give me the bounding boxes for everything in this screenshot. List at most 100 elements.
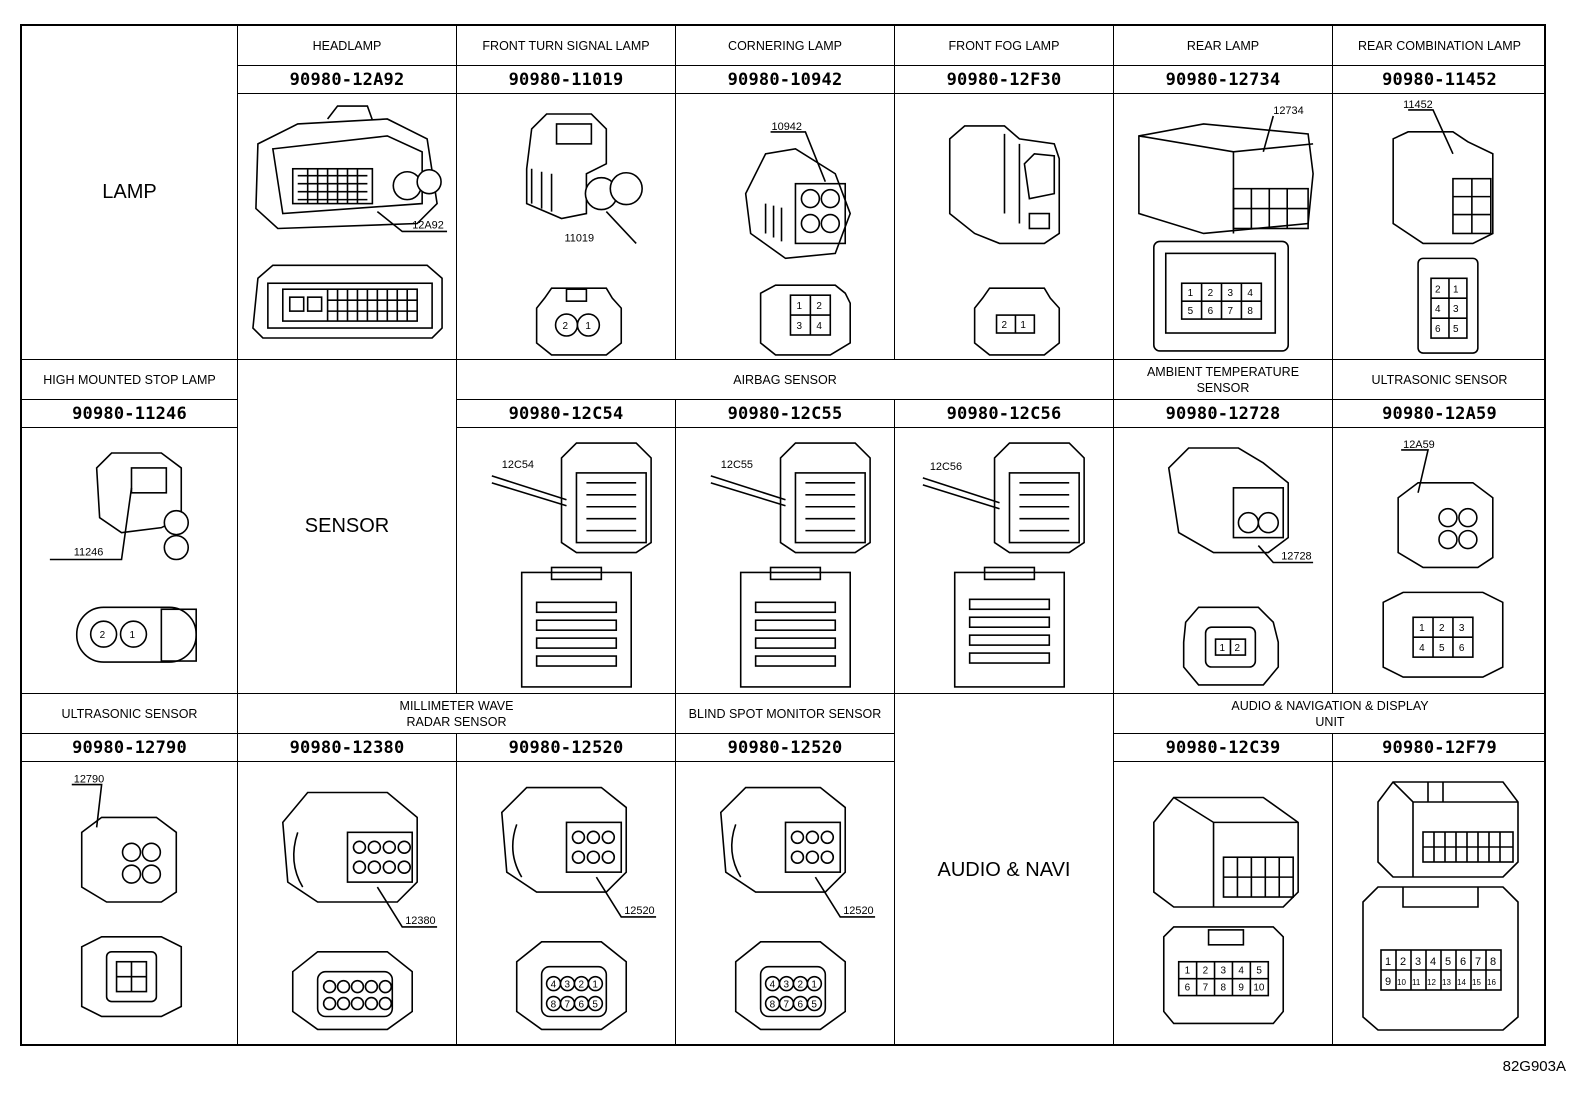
- part-airbag-12c55: 90980-12C55: [676, 400, 895, 428]
- title-audio-navigation-display-unit: AUDIO & NAVIGATION & DISPLAY UNIT: [1114, 694, 1546, 734]
- pin-12f79-12: 12: [1427, 978, 1436, 987]
- category-sensor: SENSOR: [238, 360, 457, 694]
- pin-hmsl-a: 2: [100, 630, 106, 641]
- pin-rl-6: 6: [1208, 306, 1214, 317]
- pin-ffl-b: 1: [1020, 320, 1026, 331]
- pin-rl-8: 8: [1247, 306, 1253, 317]
- figure-code: 82G903A: [1502, 1058, 1566, 1075]
- connector-ultrasonic-sensor-12790: 12790: [22, 762, 238, 1046]
- title-rear-combination-lamp: REAR COMBINATION LAMP: [1333, 26, 1546, 66]
- part-ultrasonic-sensor-12790: 90980-12790: [22, 734, 238, 762]
- pin-12c39-7: 7: [1203, 983, 1209, 994]
- part-front-turn-signal-lamp: 90980-11019: [457, 66, 676, 94]
- pin-12f79-6: 6: [1460, 956, 1466, 968]
- pin-12f79-5: 5: [1445, 956, 1451, 968]
- pin-cl-4: 4: [816, 321, 822, 332]
- pin-mm-b: 3: [565, 980, 571, 991]
- pin-rcl-d: 3: [1453, 304, 1459, 315]
- part-ambient-temperature-sensor: 90980-12728: [1114, 400, 1333, 428]
- pin-12f79-2: 2: [1400, 956, 1406, 968]
- pin-12c39-2: 2: [1203, 966, 1209, 977]
- title-millimeter-wave-radar-sensor: MILLIMETER WAVE RADAR SENSOR: [238, 694, 676, 734]
- pin-mm-h: 5: [592, 1000, 598, 1011]
- pin-rcl-a: 2: [1435, 284, 1441, 295]
- pin-bsm-g: 6: [797, 1000, 803, 1011]
- title-rear-lamp: REAR LAMP: [1114, 26, 1333, 66]
- connector-front-fog-lamp: 2 1: [895, 94, 1114, 360]
- title-headlamp: HEADLAMP: [238, 26, 457, 66]
- pin-bsm-h: 5: [811, 1000, 817, 1011]
- pin-rcl-b: 1: [1453, 284, 1459, 295]
- tag-12c54: 12C54: [502, 459, 534, 471]
- part-airbag-12c56: 90980-12C56: [895, 400, 1114, 428]
- pin-us1-6: 6: [1459, 643, 1465, 654]
- pin-12f79-3: 3: [1415, 956, 1421, 968]
- pin-12f79-14: 14: [1457, 978, 1466, 987]
- connector-high-mounted-stop-lamp: 11246 2 1: [22, 428, 238, 694]
- connector-front-turn-signal-lamp: 11019 2 1: [457, 94, 676, 360]
- pin-mm-g: 6: [578, 1000, 584, 1011]
- pin-rcl-e: 6: [1435, 324, 1441, 335]
- pin-us1-4: 4: [1419, 643, 1425, 654]
- connector-audio-12f79: 1 2 3 4 5 6 7 8 9 10 11 12 13 14 15 16: [1333, 762, 1546, 1046]
- pin-mm-d: 1: [592, 980, 598, 991]
- tag-10942: 10942: [772, 121, 802, 133]
- pin-bsm-d: 1: [811, 980, 817, 991]
- pin-cl-2: 2: [816, 301, 822, 312]
- tag-12520-bsm: 12520: [843, 905, 873, 917]
- title-ultrasonic-sensor-12790: ULTRASONIC SENSOR: [22, 694, 238, 734]
- connector-cornering-lamp: 10942 1 2 3 4: [676, 94, 895, 360]
- pin-us1-2: 2: [1439, 623, 1445, 634]
- pin-bsm-f: 7: [784, 1000, 790, 1011]
- pin-12c39-5: 5: [1256, 966, 1262, 977]
- connector-ultrasonic-sensor-12a59: 12A59 1 2 3 4 5 6: [1333, 428, 1546, 694]
- part-ultrasonic-sensor-12a59: 90980-12A59: [1333, 400, 1546, 428]
- connector-mmwave-12380: 12380: [238, 762, 457, 1046]
- pin-12f79-7: 7: [1475, 956, 1481, 968]
- connector-chart: LAMP HEADLAMP 90980-12A92 12A92: [20, 24, 1546, 1046]
- pin-ftsl-a: 2: [563, 321, 569, 332]
- pin-ftsl-b: 1: [585, 321, 591, 332]
- pin-12c39-6: 6: [1185, 983, 1191, 994]
- pin-bsm-a: 4: [770, 980, 776, 991]
- pin-12f79-1: 1: [1385, 956, 1391, 968]
- part-audio-12f79: 90980-12F79: [1333, 734, 1546, 762]
- pin-ats-1: 1: [1220, 643, 1226, 654]
- pin-rcl-f: 5: [1453, 324, 1459, 335]
- tag-12c56: 12C56: [930, 461, 962, 473]
- pin-mm-e: 8: [551, 1000, 557, 1011]
- pin-12f79-9: 9: [1385, 976, 1391, 988]
- title-high-mounted-stop-lamp: HIGH MOUNTED STOP LAMP: [22, 360, 238, 400]
- pin-mm-c: 2: [578, 980, 584, 991]
- pin-rl-1: 1: [1188, 288, 1194, 299]
- part-headlamp: 90980-12A92: [238, 66, 457, 94]
- pin-12f79-10: 10: [1397, 978, 1406, 987]
- pin-bsm-c: 2: [797, 980, 803, 991]
- part-cornering-lamp: 90980-10942: [676, 66, 895, 94]
- pin-ffl-a: 2: [1002, 320, 1008, 331]
- pin-12f79-8: 8: [1490, 956, 1496, 968]
- tag-12728: 12728: [1281, 551, 1311, 563]
- pin-12c39-8: 8: [1221, 983, 1227, 994]
- part-mmwave-12520: 90980-12520: [457, 734, 676, 762]
- title-ambient-temperature-sensor: AMBIENT TEMPERATURE SENSOR: [1114, 360, 1333, 400]
- pin-rl-5: 5: [1188, 306, 1194, 317]
- title-cornering-lamp: CORNERING LAMP: [676, 26, 895, 66]
- part-high-mounted-stop-lamp: 90980-11246: [22, 400, 238, 428]
- pin-rl-3: 3: [1227, 288, 1233, 299]
- pin-12f79-16: 16: [1487, 978, 1496, 987]
- tag-12a59: 12A59: [1403, 439, 1435, 451]
- category-lamp: LAMP: [22, 26, 238, 360]
- category-audio-navi: AUDIO & NAVI: [895, 694, 1114, 1046]
- part-rear-combination-lamp: 90980-11452: [1333, 66, 1546, 94]
- title-airbag-sensor: AIRBAG SENSOR: [457, 360, 1114, 400]
- tag-12380: 12380: [405, 915, 435, 927]
- pin-cl-1: 1: [796, 301, 802, 312]
- part-airbag-12c54: 90980-12C54: [457, 400, 676, 428]
- connector-rear-lamp: 12734 1 2 3 4 5 6 7 8: [1114, 94, 1333, 360]
- tag-12734: 12734: [1273, 105, 1303, 117]
- tag-11019: 11019: [565, 232, 595, 244]
- title-front-fog-lamp: FRONT FOG LAMP: [895, 26, 1114, 66]
- pin-12c39-3: 3: [1221, 966, 1227, 977]
- pin-mm-a: 4: [551, 980, 557, 991]
